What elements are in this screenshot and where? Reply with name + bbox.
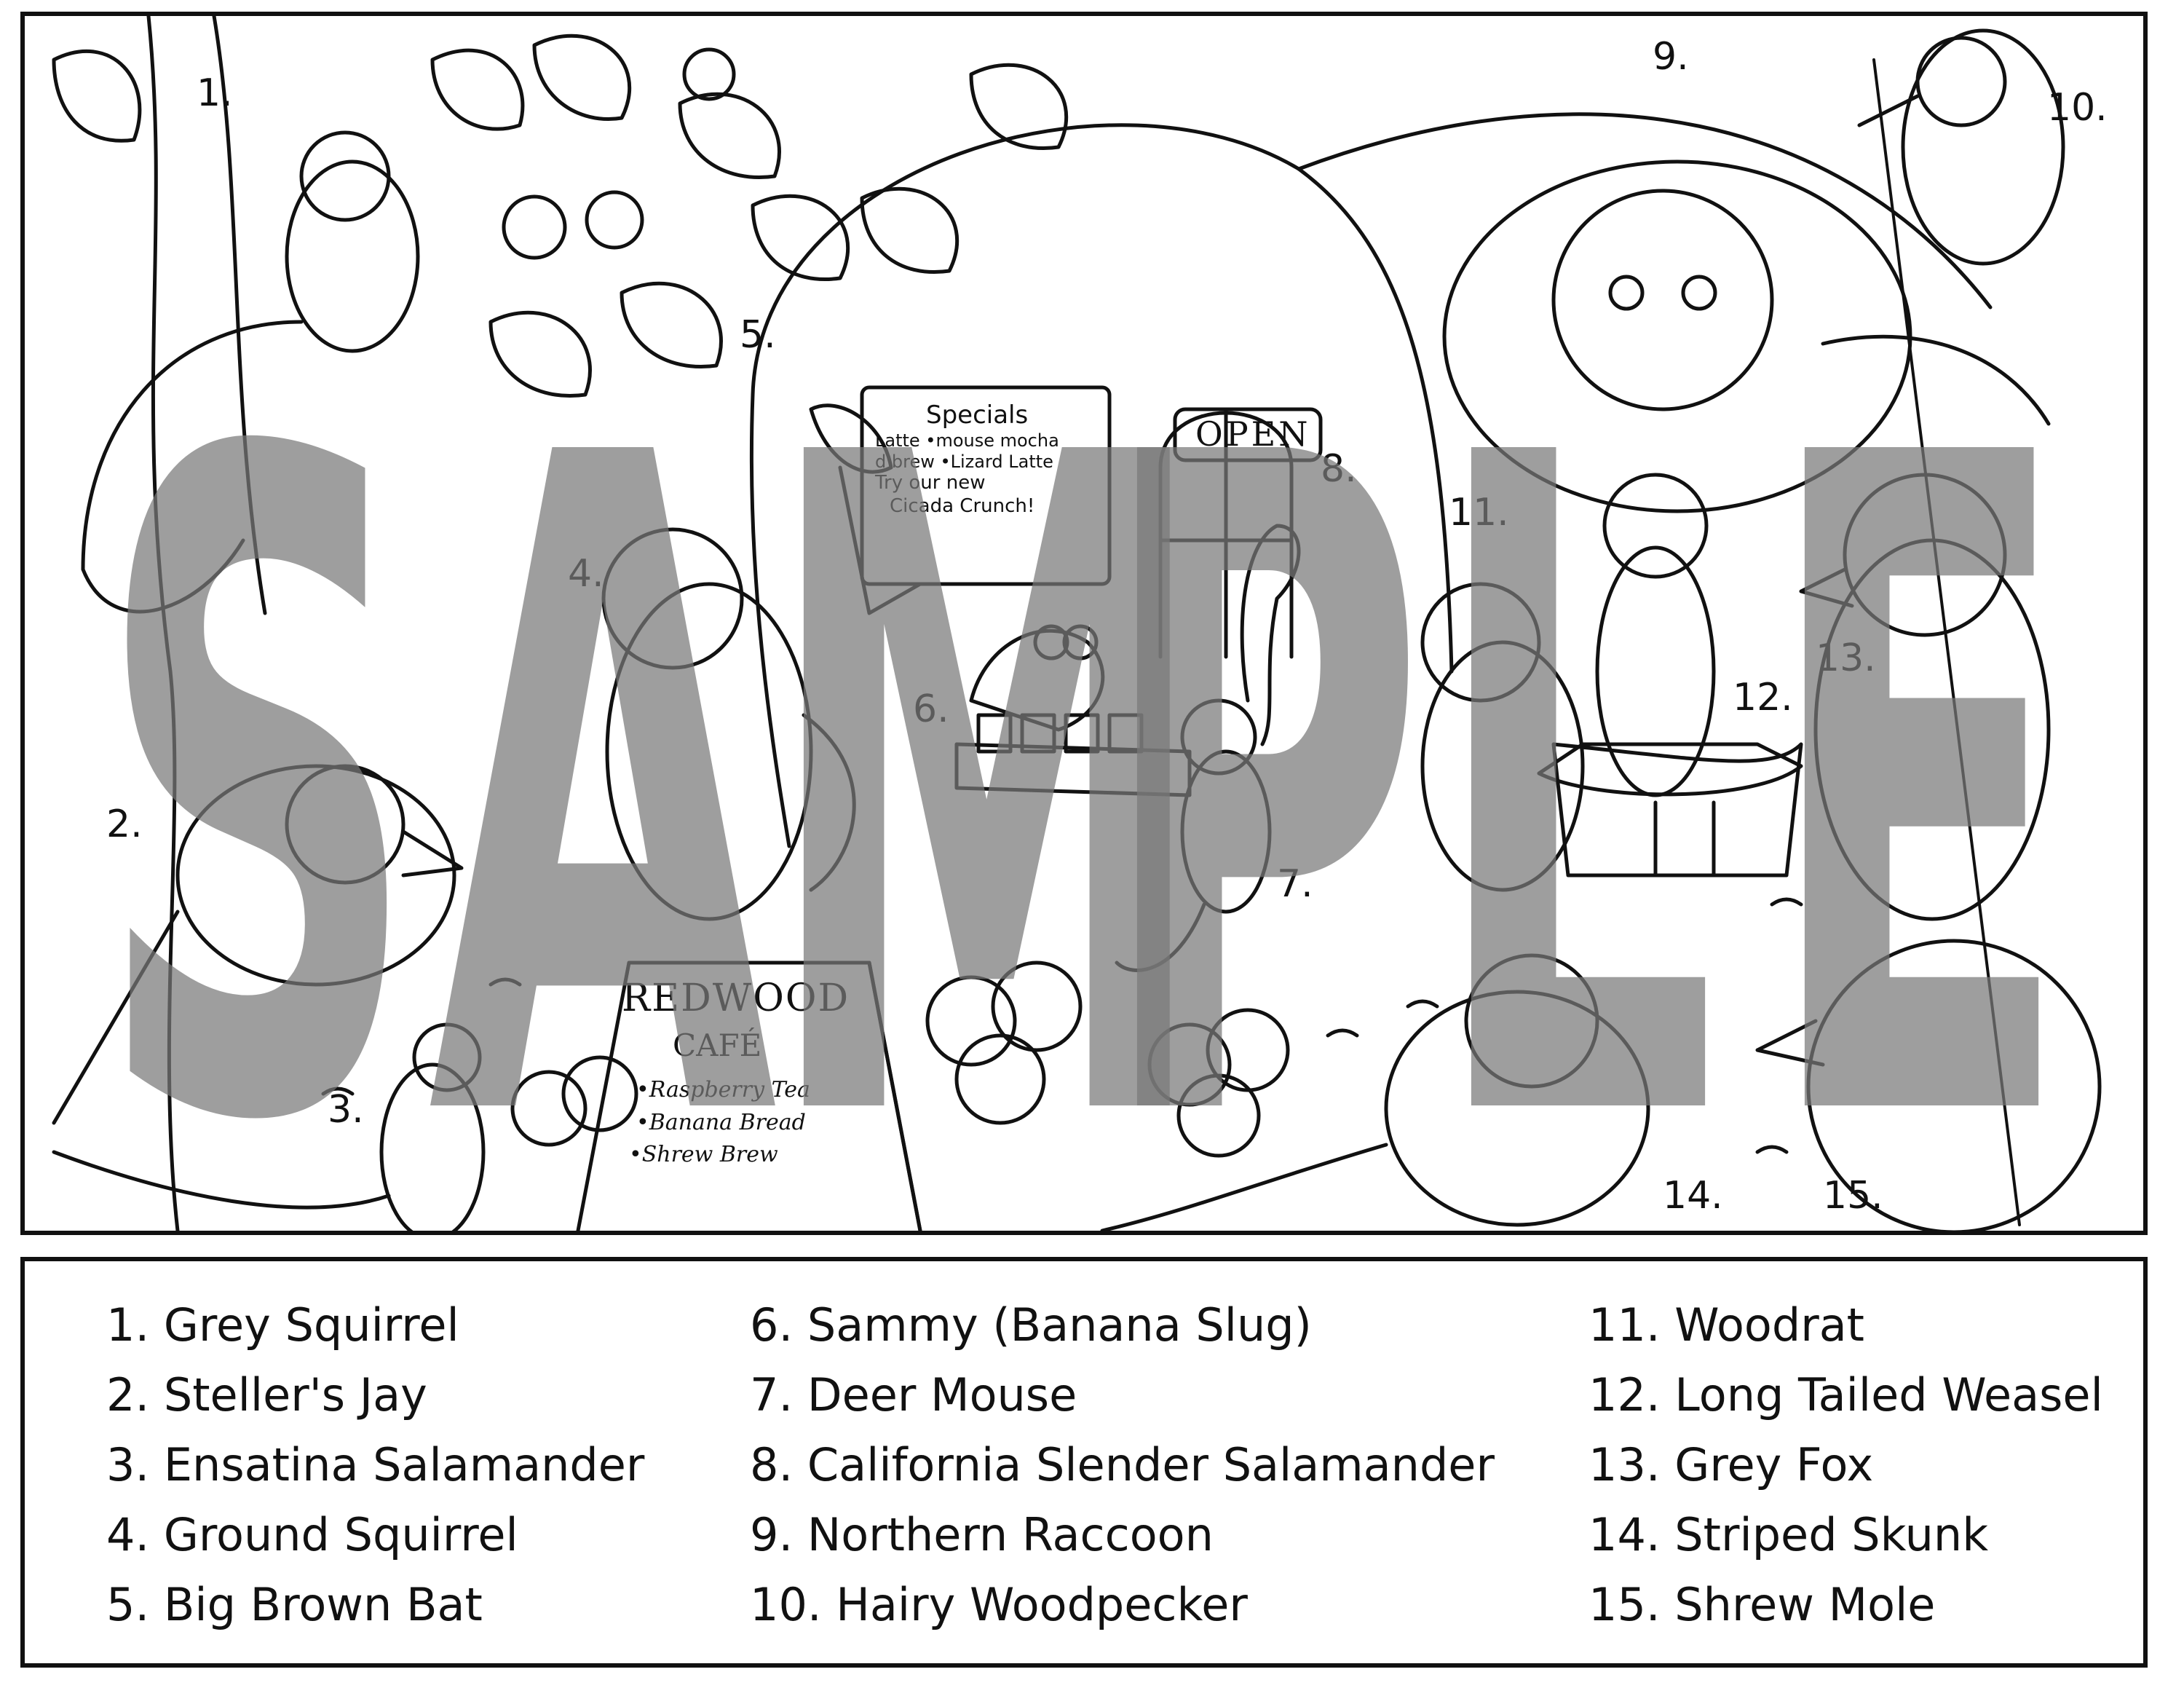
callout-number: 2.	[106, 802, 143, 846]
raspberries	[502, 47, 736, 260]
banana-slug	[969, 624, 1105, 732]
long-tailed-weasel	[1551, 473, 1803, 877]
board-line: Specials	[926, 401, 1029, 430]
cafe-name: Redwood	[622, 977, 850, 1020]
board-line: d brew •Lizard Latte	[875, 451, 1053, 472]
grey-squirrel	[81, 130, 420, 614]
grey-fox	[1799, 473, 2051, 921]
sign-menu-item: •Banana Bread	[636, 1109, 806, 1135]
deer-mouse	[1115, 698, 1272, 972]
legend-column-1: 1. Grey Squirrel 2. Steller's Jay 3. Ens…	[106, 1290, 644, 1640]
sandwich-sign: Redwood Café •Raspberry Tea •Banana Brea…	[622, 977, 862, 1168]
board-line: Try our new	[875, 472, 986, 494]
clover-patch	[510, 961, 1290, 1158]
callout-number: 7.	[1277, 862, 1313, 906]
callout-number: 11.	[1449, 491, 1509, 535]
legend-item: 6. Sammy (Banana Slug)	[750, 1298, 1312, 1352]
striped-skunk	[1100, 953, 1650, 1231]
board-line: Latte •mouse mocha	[875, 430, 1059, 451]
callout-number: 5.	[740, 313, 776, 357]
legend-item: 14. Striped Skunk	[1588, 1508, 1989, 1561]
open-sign-board	[1173, 407, 1323, 462]
legend-column-2: 6. Sammy (Banana Slug) 7. Deer Mouse 8. …	[750, 1290, 1495, 1640]
legend-column-3: 11. Woodrat 12. Long Tailed Weasel 13. G…	[1588, 1290, 2103, 1640]
legend-item: 2. Steller's Jay	[106, 1368, 427, 1421]
legend-item: 8. California Slender Salamander	[750, 1438, 1495, 1491]
tree-trunk-left	[146, 16, 180, 1231]
callout-number: 1.	[197, 71, 233, 115]
hairy-woodpecker	[1857, 28, 2065, 1226]
legend-item: 15. Shrew Mole	[1588, 1578, 1936, 1631]
legend-item: 13. Grey Fox	[1588, 1438, 1874, 1491]
northern-raccoon	[1442, 159, 2051, 513]
callout-number: 9.	[1653, 35, 1689, 79]
legend-item: 4. Ground Squirrel	[106, 1508, 518, 1561]
sign-menu-item: •Raspberry Tea	[636, 1077, 810, 1103]
ground-squirrel	[601, 527, 856, 921]
callout-number: 8.	[1321, 447, 1357, 491]
legend-item: 7. Deer Mouse	[750, 1368, 1077, 1421]
raspberry-leaves	[52, 33, 1069, 398]
birdbath-table	[1537, 742, 1803, 797]
specials-board: Specials Latte •mouse mocha d brew •Liza…	[875, 401, 1105, 518]
callout-number: 10.	[2047, 86, 2108, 130]
callout-number: 14.	[1663, 1174, 1723, 1218]
ground-pebbles	[321, 897, 1803, 1154]
stellers-jay	[52, 764, 464, 1125]
legend-item: 10. Hairy Woodpecker	[750, 1578, 1248, 1631]
callout-number: 12.	[1733, 676, 1793, 719]
ensatina-salamander	[52, 1022, 486, 1231]
legend-item: 5. Big Brown Bat	[106, 1578, 483, 1631]
legend-item: 3. Ensatina Salamander	[106, 1438, 645, 1491]
cafe-trunk	[751, 123, 1454, 674]
line-art-drawing	[52, 16, 2102, 1231]
scene-illustration: 1. 2. 3. 4. 5. 6. 7. 8. 9. 10. 11. 12. 1…	[20, 12, 2148, 1235]
open-sign-text: OPEN	[1195, 414, 1311, 454]
counter	[954, 742, 1192, 797]
big-brown-bat	[809, 403, 922, 615]
board-line: Cicada Crunch!	[890, 494, 1035, 517]
callout-number: 3.	[328, 1088, 364, 1132]
sign-menu-item: •Shrew Brew	[629, 1142, 778, 1168]
woodrat	[1420, 582, 1585, 892]
chalkboard-frame	[860, 385, 1112, 586]
legend-item: 11. Woodrat	[1588, 1298, 1864, 1352]
callout-number: 4.	[568, 552, 604, 596]
legend-item: 1. Grey Squirrel	[106, 1298, 459, 1352]
cafe-subtitle: Café	[673, 1027, 762, 1063]
slender-salamander	[1240, 524, 1301, 746]
callout-number: 13.	[1816, 636, 1876, 680]
shrew-mole	[1755, 939, 2102, 1231]
callout-number: 15.	[1823, 1174, 1883, 1218]
legend-item: 12. Long Tailed Weasel	[1588, 1368, 2103, 1421]
legend-item: 9. Northern Raccoon	[750, 1508, 1214, 1561]
callout-number: 6.	[913, 687, 949, 731]
species-legend: 1. Grey Squirrel 2. Steller's Jay 3. Ens…	[20, 1257, 2148, 1668]
